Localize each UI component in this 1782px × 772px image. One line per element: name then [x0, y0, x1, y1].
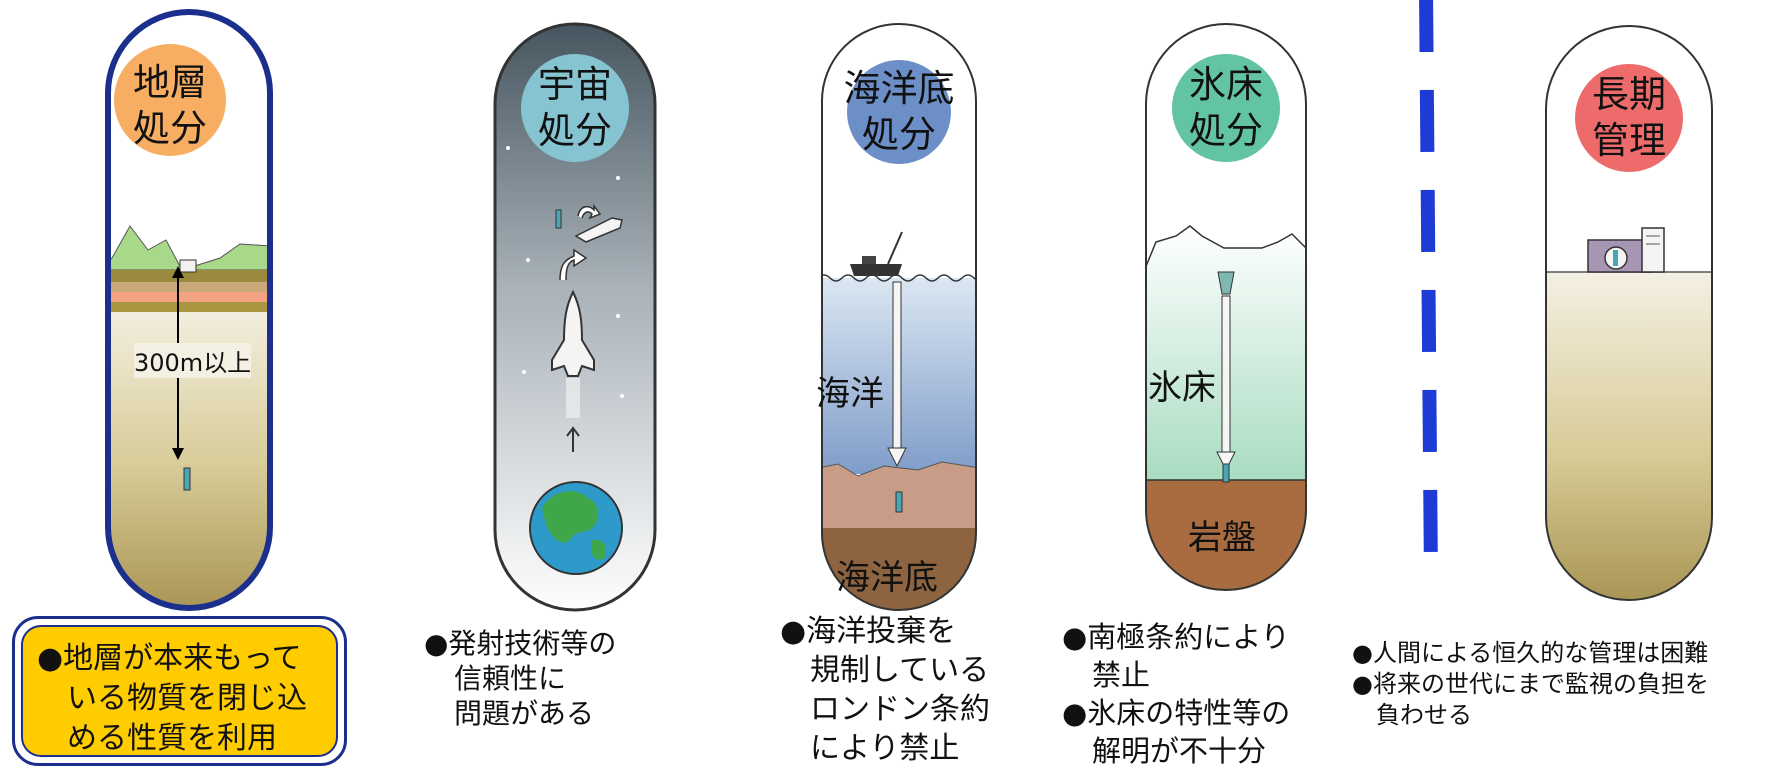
- dashed-divider-line: [1419, 0, 1438, 581]
- capsule-icesheet-disposal: 氷床処分 氷床 岩盤: [1142, 20, 1310, 594]
- ship-icon: [850, 231, 903, 276]
- note-line: ●海洋投棄を: [780, 614, 957, 649]
- waste-canister-icon: [1222, 463, 1230, 483]
- space-shuttle-icon: [551, 289, 595, 418]
- space-note: ●発射技術等の 信頼性に 問題がある: [424, 626, 616, 731]
- space-launch-illustration: [493, 22, 657, 612]
- note-line: 禁止: [1092, 658, 1151, 692]
- depth-label: 300m以上: [134, 343, 252, 378]
- note-line: 規制している: [810, 653, 990, 688]
- capsule-label-icesheet: 氷床処分: [1189, 63, 1263, 152]
- capsule-label-longterm: 長期管理: [1592, 73, 1666, 162]
- waste-canister-icon: [555, 209, 562, 229]
- ice-label: 氷床: [1148, 368, 1216, 408]
- note-line: ●氷床の特性等の: [1062, 696, 1291, 730]
- capsule-longterm-management: 長期管理: [1542, 22, 1716, 604]
- longterm-note: ●人間による恒久的な管理は困難 ●将来の世代にまで監視の負担を 負わせる: [1352, 638, 1709, 731]
- bedrock-label: 岩盤: [1188, 518, 1256, 558]
- ocean-label: 海洋: [816, 374, 884, 414]
- seabed-label: 海洋底: [836, 558, 938, 598]
- storage-facility-icon: [1587, 227, 1665, 273]
- note-line: 信頼性に: [454, 662, 567, 695]
- note-line: 負わせる: [1376, 701, 1472, 729]
- orbiter-icon: [574, 217, 623, 243]
- note-line: ●南極条約により: [1062, 620, 1290, 654]
- longterm-storage-cross-section: [1545, 25, 1713, 601]
- curved-arrow-icon: [559, 248, 588, 281]
- capsule-label-space: 宇宙処分: [538, 63, 612, 152]
- note-line: ●人間による恒久的な管理は困難: [1352, 639, 1709, 667]
- waste-canister-icon: [183, 467, 191, 491]
- capsule-label-geological: 地層処分: [133, 61, 207, 150]
- capsule-space-disposal: 宇宙処分: [490, 20, 660, 614]
- note-line: ●発射技術等の: [424, 627, 617, 660]
- seabed-note: ●海洋投棄を 規制している ロンドン条約 により禁止: [780, 612, 990, 768]
- note-line: ●将来の世代にまで監視の負担を: [1352, 670, 1709, 698]
- note-line: ●地層が本来もって: [37, 641, 302, 676]
- capsule-geological-disposal: 地層処分 300m以上: [100, 8, 278, 614]
- capsule-label-seabed: 海洋底処分: [843, 67, 955, 156]
- note-line: める性質を利用: [67, 721, 277, 756]
- arrow-up-icon: [566, 426, 580, 452]
- curved-arrow-icon: [577, 203, 602, 220]
- capsule-seabed-disposal: 海洋底処分 海洋 海洋底: [816, 20, 980, 614]
- geological-note-callout: ●地層が本来もって いる物質を閉じ込 める性質を利用: [12, 616, 347, 766]
- note-line: ロンドン条約: [810, 692, 990, 727]
- icesheet-cross-section: [1145, 23, 1307, 591]
- seabed-cross-section: [821, 23, 977, 611]
- note-line: いる物質を閉じ込: [67, 681, 307, 716]
- waste-canister-icon: [895, 491, 903, 513]
- icesheet-note: ●南極条約により 禁止 ●氷床の特性等の 解明が不十分: [1062, 618, 1290, 770]
- note-line: 解明が不十分: [1092, 734, 1267, 768]
- note-line: 問題がある: [454, 697, 595, 730]
- note-line: により禁止: [810, 731, 960, 766]
